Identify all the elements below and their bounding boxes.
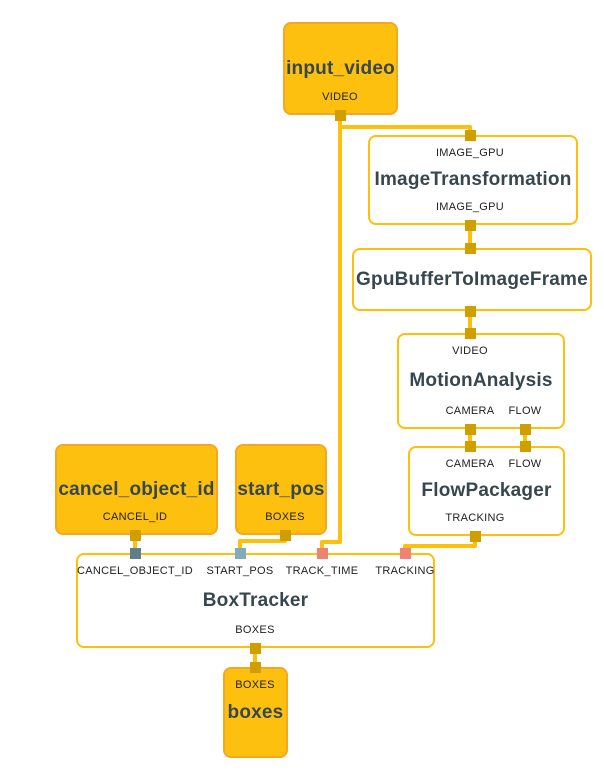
node-GpuBufferToImageFrame[interactable]: GpuBufferToImageFrame <box>352 248 592 311</box>
node-FlowPackager[interactable]: FlowPackager CAMERA FLOW TRACKING <box>408 446 565 536</box>
port-label-BoxTracker-BOXES: BOXES <box>235 624 275 636</box>
port-GpuBufferToImageFrame-bottom-square <box>464 305 476 317</box>
edge-input_video:VIDEO-to-ImageTransformation:IMAGE_GPU <box>338 115 472 137</box>
port-ImageTransformation-IMAGE_GPU-square <box>464 219 476 231</box>
port-label-BoxTracker-TRACKING: TRACKING <box>375 565 435 577</box>
port-label-BoxTracker-TRACK_TIME: TRACK_TIME <box>285 565 359 577</box>
node-MotionAnalysis[interactable]: MotionAnalysis VIDEO CAMERA FLOW <box>397 333 565 429</box>
node-boxes[interactable]: boxes BOXES <box>223 667 288 758</box>
port-BoxTracker-TRACK_TIME-square <box>316 547 328 559</box>
edge-start_pos:BOXES-to-BoxTracker:START_POS <box>238 535 287 555</box>
port-FlowPackager-TRACKING-square <box>469 530 481 542</box>
port-label-BoxTracker-START_POS: START_POS <box>206 565 274 577</box>
port-MotionAnalysis-VIDEO-square <box>464 327 476 339</box>
port-label-MotionAnalysis-FLOW: FLOW <box>508 405 542 417</box>
port-MotionAnalysis-FLOW-square <box>519 423 531 435</box>
port-label-MotionAnalysis-VIDEO: VIDEO <box>452 345 488 357</box>
port-FlowPackager-FLOW-square <box>519 440 531 452</box>
node-MotionAnalysis-title: MotionAnalysis <box>409 370 553 391</box>
port-cancel_object_id-CANCEL_ID-square <box>129 529 141 541</box>
port-FlowPackager-CAMERA-square <box>464 440 476 452</box>
port-label-MotionAnalysis-CAMERA: CAMERA <box>445 405 495 417</box>
port-ImageTransformation-IMAGE_GPU-square <box>464 129 476 141</box>
port-BoxTracker-BOXES-square <box>249 642 261 654</box>
node-cancel_object_id-title: cancel_object_id <box>58 478 215 500</box>
port-input_video-VIDEO-square <box>334 109 346 121</box>
port-label-BoxTracker-CANCEL_OBJECT_ID: CANCEL_OBJECT_ID <box>76 565 194 577</box>
node-ImageTransformation-title: ImageTransformation <box>374 169 572 190</box>
port-label-input_video-VIDEO: VIDEO <box>322 91 358 103</box>
port-boxes-BOXES-square <box>249 661 261 673</box>
node-GpuBufferToImageFrame-title: GpuBufferToImageFrame <box>356 268 588 290</box>
port-label-ImageTransformation-IMAGE_GPU: IMAGE_GPU <box>435 147 505 159</box>
port-label-FlowPackager-CAMERA: CAMERA <box>445 458 495 470</box>
port-label-boxes-BOXES: BOXES <box>235 679 275 691</box>
node-BoxTracker[interactable]: BoxTracker CANCEL_OBJECT_ID START_POS TRACK… <box>76 553 435 648</box>
port-label-ImageTransformation-IMAGE_GPU: IMAGE_GPU <box>435 201 505 213</box>
port-label-cancel_object_id-CANCEL_ID: CANCEL_ID <box>102 511 168 523</box>
port-label-FlowPackager-TRACKING: TRACKING <box>445 512 505 524</box>
node-FlowPackager-title: FlowPackager <box>421 480 552 501</box>
port-start_pos-BOXES-square <box>279 529 291 541</box>
node-boxes-title: boxes <box>227 701 284 723</box>
port-BoxTracker-TRACKING-square <box>399 547 411 559</box>
node-BoxTracker-title: BoxTracker <box>202 589 309 611</box>
port-label-FlowPackager-FLOW: FLOW <box>508 458 542 470</box>
node-input_video-title: input_video <box>286 57 395 79</box>
port-MotionAnalysis-CAMERA-square <box>464 423 476 435</box>
node-start_pos-title: start_pos <box>237 478 325 500</box>
port-label-start_pos-BOXES: BOXES <box>265 511 305 523</box>
port-GpuBufferToImageFrame-top-square <box>464 242 476 254</box>
port-BoxTracker-CANCEL_OBJECT_ID-square <box>129 547 141 559</box>
port-BoxTracker-START_POS-square <box>234 547 246 559</box>
